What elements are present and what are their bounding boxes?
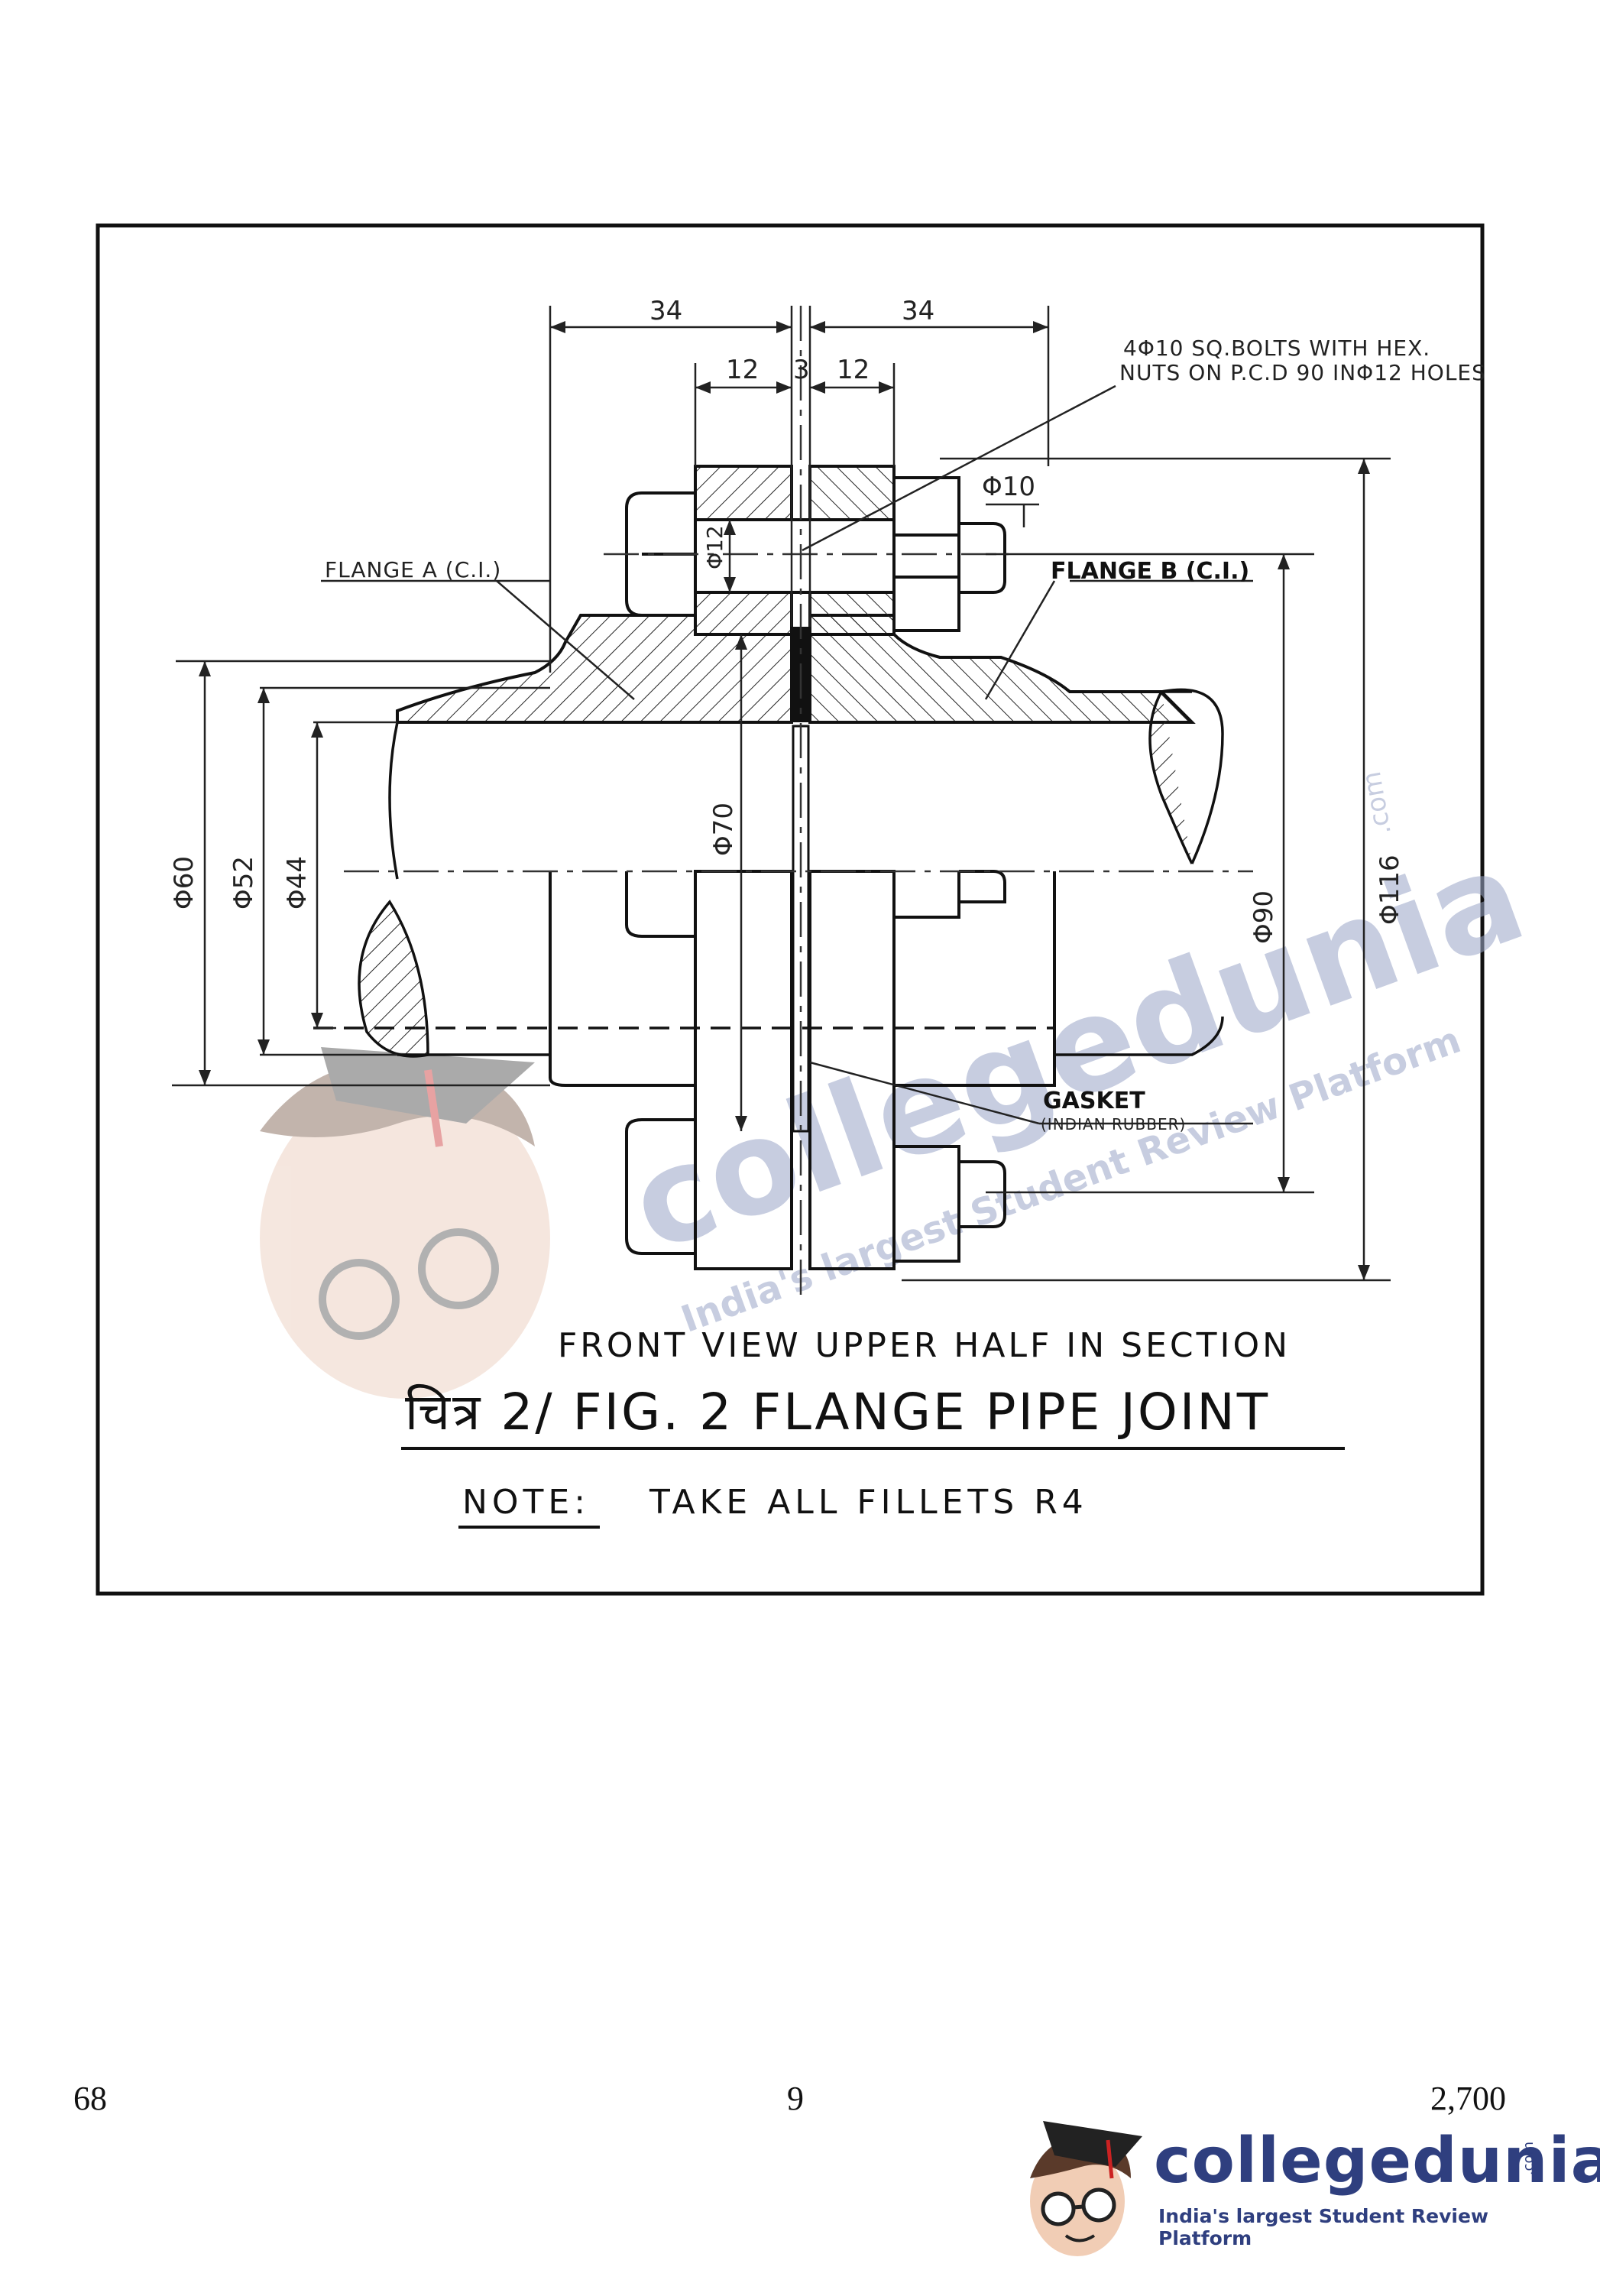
mascot-icon: [1030, 2121, 1142, 2256]
right-pipe-break-section: [1148, 691, 1194, 864]
lower-bolt-tail: [959, 1160, 1006, 1228]
dim-bolt-dia: Φ10: [982, 472, 1035, 502]
figure-title: चित्र 2/ FIG. 2 FLANGE PIPE JOINT: [405, 1383, 1270, 1441]
dimension-lines: [172, 306, 1391, 1282]
footer-left-number: 68: [73, 2080, 107, 2117]
dim-left-flange-length: 34: [649, 296, 682, 326]
collegedunia-logo: collegedunia .com India's largest Studen…: [1009, 2094, 1600, 2270]
right-pipe-break: [1161, 688, 1224, 864]
footer-right-number: 2,700: [1430, 2080, 1506, 2117]
upper-bolt-tail: [959, 522, 1006, 594]
gasket-label: GASKET: [1043, 1088, 1145, 1114]
flange-b-hatch: [808, 614, 1196, 724]
note-label: NOTE:: [462, 1483, 590, 1522]
drawing-border: [96, 223, 1485, 1596]
upper-nut: [892, 476, 960, 632]
flange-b-hole-below: [808, 591, 896, 636]
bolts-note-line2: NUTS ON P.C.D 90 INΦ12 HOLES: [1119, 360, 1486, 385]
gasket-material-label: (INDIAN RUBBER): [1041, 1115, 1186, 1133]
dim-pcd: Φ90: [1249, 890, 1279, 944]
upper-bolt-head: [625, 491, 697, 617]
watermark-mascot: [260, 1047, 550, 1399]
dim-pipe-inner-dia: Φ44: [282, 856, 313, 910]
left-pipe-break-top: [388, 722, 399, 880]
left-pipe-break-section: [358, 900, 429, 1058]
dim-left-flange-thickness: 12: [726, 355, 759, 385]
pipes: [313, 688, 1224, 1058]
flange-a-bolt-region: [694, 465, 793, 521]
lower-nut: [892, 1145, 960, 1263]
centre-lines: [344, 306, 1253, 1299]
dim-right-flange-thickness: 12: [837, 355, 870, 385]
dim-flange-dia: Φ116: [1375, 855, 1405, 925]
flange-b-label: FLANGE B (C.I.): [1051, 558, 1249, 585]
logo-suffix: .com: [1521, 2142, 1537, 2176]
lower-bolt-head-top: [625, 871, 695, 938]
dim-hole-dia: Φ12: [702, 525, 727, 569]
dim-spigot-dia: Φ70: [708, 803, 739, 856]
dim-pipe-outer-dia: Φ52: [228, 856, 259, 910]
lower-bolt-head: [625, 1131, 695, 1255]
dim-right-flange-length: 34: [902, 296, 934, 326]
dim-gap: 3: [793, 355, 810, 385]
flange-a-label: FLANGE A (C.I.): [325, 557, 501, 582]
watermark-suffix: .com: [1356, 769, 1398, 837]
logo-tagline: India's largest Student Review Platform: [1158, 2205, 1489, 2249]
logo-word: collegedunia: [1154, 2125, 1600, 2197]
dim-hub-dia: Φ60: [169, 856, 199, 910]
note-text: TAKE ALL FILLETS R4: [649, 1483, 1088, 1522]
view-caption: FRONT VIEW UPPER HALF IN SECTION: [558, 1326, 1291, 1365]
flange-a-hole-below: [694, 591, 793, 636]
flange-b-bolt-region: [808, 465, 896, 521]
bolts-note-line1: 4Φ10 SQ.BOLTS WITH HEX.: [1123, 336, 1430, 361]
footer-center-number: 9: [787, 2080, 804, 2117]
